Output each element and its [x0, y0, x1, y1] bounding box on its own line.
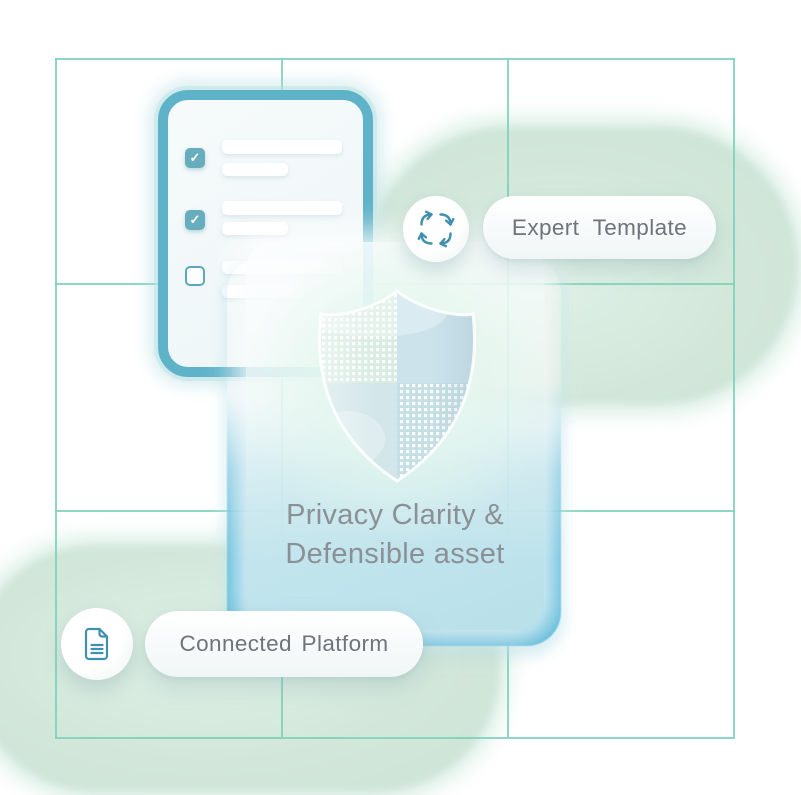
checkbox-unchecked-icon[interactable]	[185, 266, 205, 286]
card-title-line1: Privacy Clarity &	[286, 499, 504, 531]
document-icon-button[interactable]	[61, 608, 133, 680]
text-placeholder-bar	[222, 163, 288, 176]
checkmark-glyph: ✓	[189, 150, 201, 165]
checkbox-checked-icon[interactable]: ✓	[185, 210, 205, 230]
checklist-row: ✓	[168, 140, 363, 180]
text-placeholder-bar	[222, 140, 342, 154]
expert-template-label: Expert Template	[511, 214, 688, 240]
card-title: Privacy Clarity & Defensible asset	[246, 496, 544, 574]
shield-icon	[317, 289, 477, 483]
card-title-line2: Defensible asset	[285, 538, 505, 570]
cycle-arrows-icon-button[interactable]	[403, 196, 469, 262]
text-placeholder-bar	[222, 222, 288, 235]
checkmark-glyph: ✓	[189, 212, 201, 227]
text-placeholder-bar	[222, 201, 342, 215]
cycle-arrows-icon	[417, 210, 455, 248]
checkbox-checked-icon[interactable]: ✓	[185, 148, 205, 168]
connected-platform-badge[interactable]: Connected Platform	[145, 611, 423, 677]
checklist-row: ✓	[168, 201, 363, 241]
grid-line-horizontal	[55, 58, 735, 60]
connected-platform-label: Connected Platform	[179, 631, 389, 656]
expert-template-badge[interactable]: Expert Template	[483, 196, 716, 259]
document-icon	[84, 627, 109, 661]
